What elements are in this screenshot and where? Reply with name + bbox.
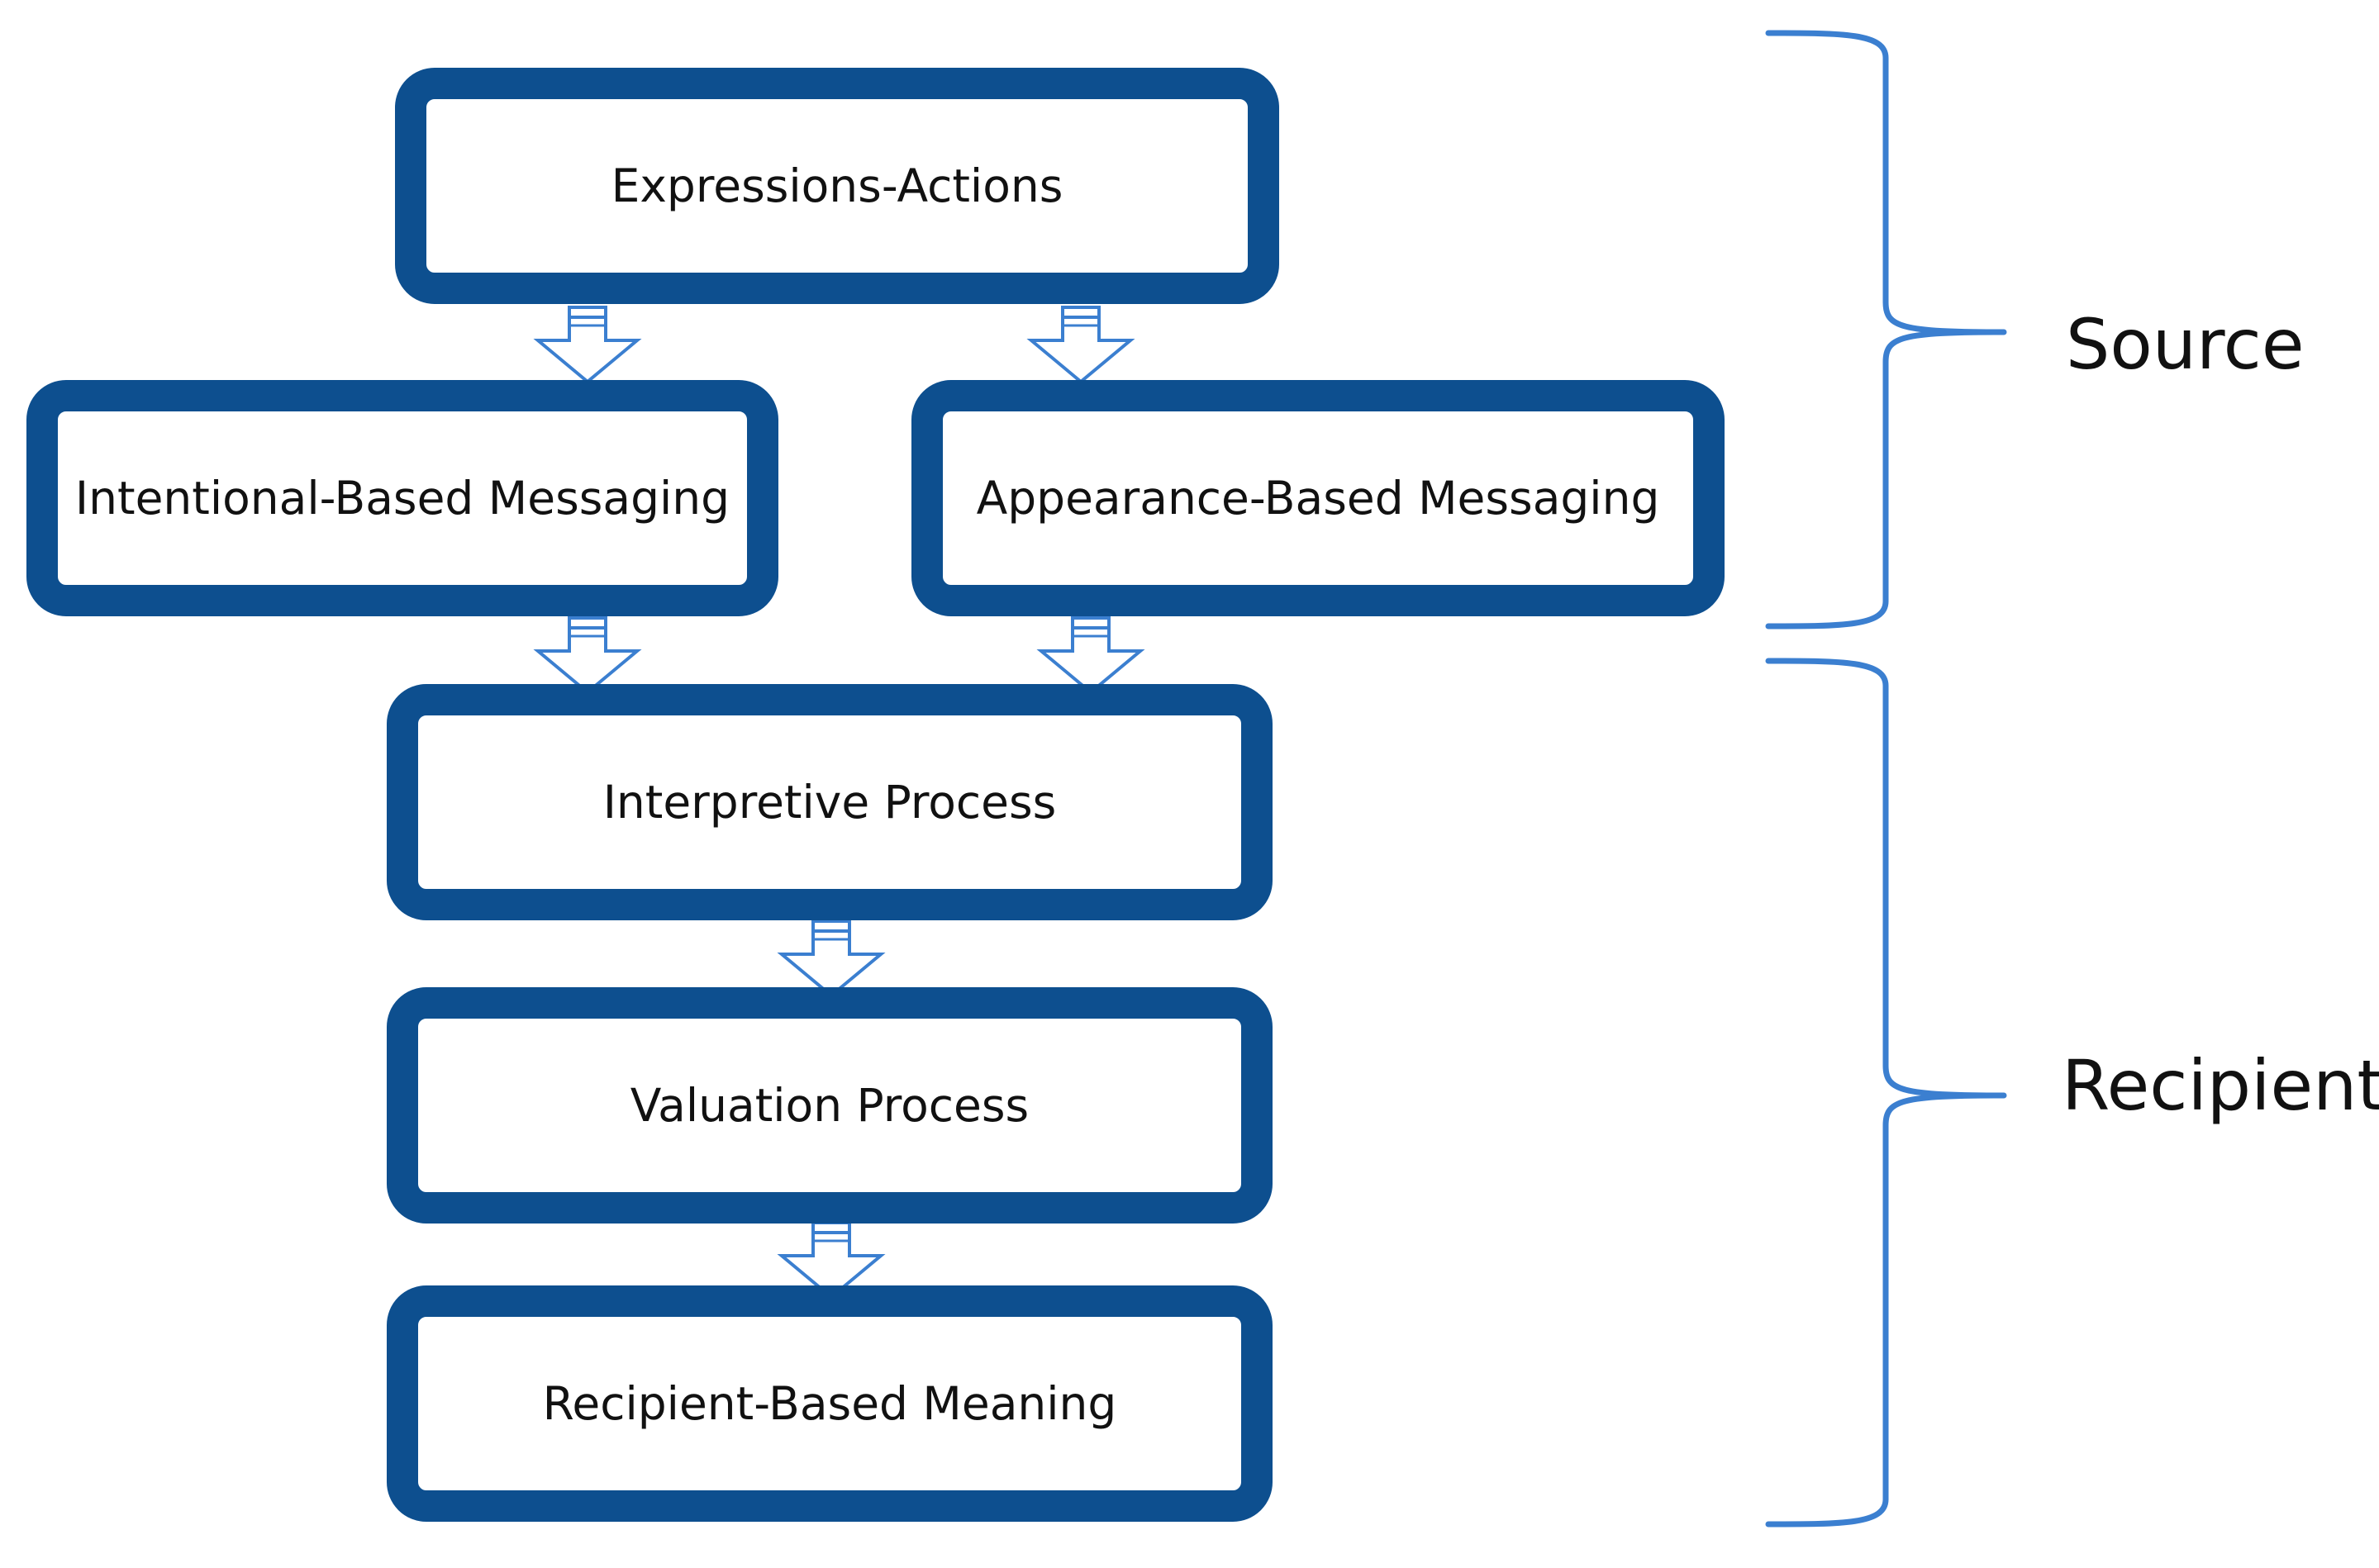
recipient-based-meaning-label: Recipient-Based Meaning (542, 1377, 1117, 1430)
intentional-based-messaging-box: Intentional-Based Messaging (26, 380, 778, 616)
arrow-down-icon (780, 919, 883, 997)
recipient-based-meaning-box: Recipient-Based Meaning (387, 1285, 1273, 1522)
appearance-based-messaging-box: Appearance-Based Messaging (911, 380, 1725, 616)
expressions-actions-label: Expressions-Actions (611, 159, 1063, 212)
arrow-down-icon (536, 616, 639, 694)
recipient-brace (1765, 658, 2007, 1528)
intentional-based-messaging-label: Intentional-Based Messaging (74, 472, 730, 525)
arrow-down-icon (1040, 616, 1142, 694)
valuation-process-box: Valuation Process (387, 987, 1273, 1224)
interpretive-process-box: Interpretive Process (387, 684, 1273, 920)
arrow-down-icon (536, 306, 639, 383)
source-group-label: Source (2066, 304, 2305, 385)
appearance-based-messaging-label: Appearance-Based Messaging (976, 472, 1660, 525)
valuation-process-label: Valuation Process (630, 1079, 1030, 1132)
recipient-group-label: Recipient (2062, 1045, 2379, 1126)
source-brace (1765, 30, 2007, 630)
arrow-down-icon (1030, 306, 1132, 383)
interpretive-process-label: Interpretive Process (602, 776, 1057, 829)
expressions-actions-box: Expressions-Actions (395, 68, 1279, 304)
